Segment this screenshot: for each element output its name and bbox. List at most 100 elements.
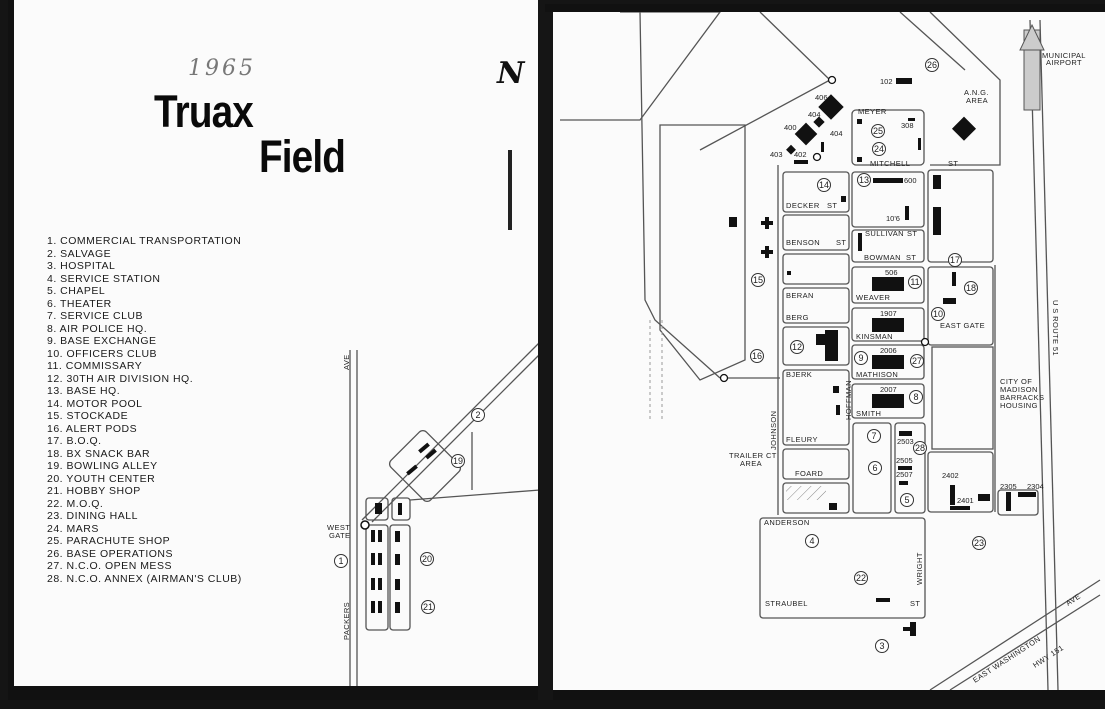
building-number: 2402 xyxy=(942,471,959,480)
left-map: WEST GATE PACKERS AVE 1 2 19 20 21 xyxy=(327,341,541,688)
street-berg: BERG xyxy=(786,313,809,322)
area-trailer: TRAILER CT xyxy=(729,451,777,460)
callout-8: 8 xyxy=(909,390,923,404)
legend-item: 28. N.C.O. ANNEX (AIRMAN'S CLUB) xyxy=(47,572,242,585)
legend-item: 25. PARACHUTE SHOP xyxy=(47,535,171,548)
street-decker-st: ST xyxy=(827,201,837,210)
svg-text:22: 22 xyxy=(856,573,866,583)
svg-text:2: 2 xyxy=(475,410,480,420)
street-weaver: WEAVER xyxy=(856,293,891,302)
street-johnson: JOHNSON xyxy=(769,411,778,450)
svg-text:13: 13 xyxy=(859,175,869,185)
street-beran: BERAN xyxy=(786,291,814,300)
street-mitchell-st: ST xyxy=(948,159,958,168)
left-page xyxy=(14,0,538,688)
street-fleury: FLEURY xyxy=(786,435,818,444)
street-kinsman: KINSMAN xyxy=(856,332,893,341)
svg-text:12: 12 xyxy=(792,342,802,352)
area-ang: A.N.G. xyxy=(964,88,989,97)
street-route-51: U S ROUTE 51 xyxy=(1051,300,1060,356)
street-mitchell: MITCHELL xyxy=(870,159,910,168)
street-bowman-st: ST xyxy=(906,253,916,262)
title-line-1: Truax xyxy=(154,86,254,137)
svg-text:5: 5 xyxy=(904,495,909,505)
svg-text:4: 4 xyxy=(809,536,814,546)
building-number: 1907 xyxy=(880,309,897,318)
callout-16: 16 xyxy=(750,349,764,363)
building-number: 2007 xyxy=(880,385,897,394)
legend-list: 1. COMMERCIAL TRANSPORTATION 2. SALVAGE … xyxy=(47,235,242,585)
street-meyer: MEYER xyxy=(858,107,887,116)
street-decker: DECKER xyxy=(786,201,820,210)
area-city: CITY OF xyxy=(1000,377,1032,386)
street-smith: SMITH xyxy=(856,409,881,418)
legend-item: 27. N.C.O. OPEN MESS xyxy=(47,560,172,573)
legend-item: 5. CHAPEL xyxy=(47,285,106,298)
callout-6: 6 xyxy=(868,461,882,475)
building-number: 402 xyxy=(794,150,807,159)
street-anderson: ANDERSON xyxy=(764,518,810,527)
svg-text:6: 6 xyxy=(872,463,877,473)
building-number: 404 xyxy=(830,129,843,138)
street-packers: PACKERS xyxy=(342,602,351,640)
callout-17: 17 xyxy=(948,253,962,267)
callout-1: 1 xyxy=(334,554,348,568)
legend-item: 20. YOUTH CENTER xyxy=(47,472,156,485)
callout-13: 13 xyxy=(857,173,871,187)
svg-text:1: 1 xyxy=(338,556,343,566)
legend-item: 3. HOSPITAL xyxy=(47,260,116,273)
legend-item: 4. SERVICE STATION xyxy=(47,272,161,285)
building-number: 2505 xyxy=(896,456,913,465)
callout-9: 9 xyxy=(854,351,868,365)
legend-item: 26. BASE OPERATIONS xyxy=(47,547,174,560)
svg-text:28: 28 xyxy=(915,443,925,453)
area-label-west-gate: WEST xyxy=(327,523,350,532)
legend-item: 13. BASE HQ. xyxy=(47,385,121,398)
svg-text:14: 14 xyxy=(819,180,829,190)
legend-item: 23. DINING HALL xyxy=(47,510,138,523)
svg-text:21: 21 xyxy=(423,602,433,612)
building-number: 406 xyxy=(815,93,828,102)
street-bjerk: BJERK xyxy=(786,370,812,379)
street-hoffman: HOFFMAN xyxy=(844,380,853,420)
legend-item: 9. BASE EXCHANGE xyxy=(47,335,157,348)
area-label-west-gate-2: GATE xyxy=(329,531,350,540)
svg-text:26: 26 xyxy=(927,60,937,70)
legend-item: 22. M.O.Q. xyxy=(47,497,104,510)
street-ave: AVE xyxy=(342,354,351,370)
callout-24: 24 xyxy=(872,142,886,156)
building-number: 102 xyxy=(880,77,893,86)
street-bowman: BOWMAN xyxy=(864,253,901,262)
building-number: 2401 xyxy=(957,496,974,505)
callout-15: 15 xyxy=(751,273,765,287)
right-map: MEYER MITCHELL ST DECKER ST BENSON ST SU… xyxy=(560,11,1101,691)
legend-item: 10. OFFICERS CLUB xyxy=(47,347,158,360)
callout-19: 19 xyxy=(451,454,465,468)
building-number: 404 xyxy=(808,110,821,119)
legend-item: 21. HOBBY SHOP xyxy=(47,485,141,498)
legend-item: 2. SALVAGE xyxy=(47,247,112,260)
building-number: 2305 xyxy=(1000,482,1017,491)
svg-text:24: 24 xyxy=(874,144,884,154)
svg-text:18: 18 xyxy=(966,283,976,293)
svg-text:17: 17 xyxy=(950,255,960,265)
callout-11: 11 xyxy=(908,275,922,289)
svg-text:8: 8 xyxy=(913,392,918,402)
street-mathison: MATHISON xyxy=(856,370,898,379)
building-number: 2507 xyxy=(896,470,913,479)
building-number: 2503 xyxy=(897,437,914,446)
legend-item: 11. COMMISSARY xyxy=(47,360,143,373)
legend-item: 16. ALERT PODS xyxy=(47,422,138,435)
handwritten-year: 1965 xyxy=(188,56,256,81)
street-sullivan-st: ST xyxy=(907,229,917,238)
title-line-2: Field xyxy=(259,131,346,182)
callout-27: 27 xyxy=(910,354,924,368)
street-benson: BENSON xyxy=(786,238,820,247)
area-trailer-2: AREA xyxy=(740,459,762,468)
street-foard: FOARD xyxy=(795,469,823,478)
street-east-washington: EAST WASHINGTON xyxy=(971,634,1042,684)
area-airport: MUNICIPAL xyxy=(1042,51,1086,60)
callout-25: 25 xyxy=(871,124,885,138)
callout-14: 14 xyxy=(817,178,831,192)
